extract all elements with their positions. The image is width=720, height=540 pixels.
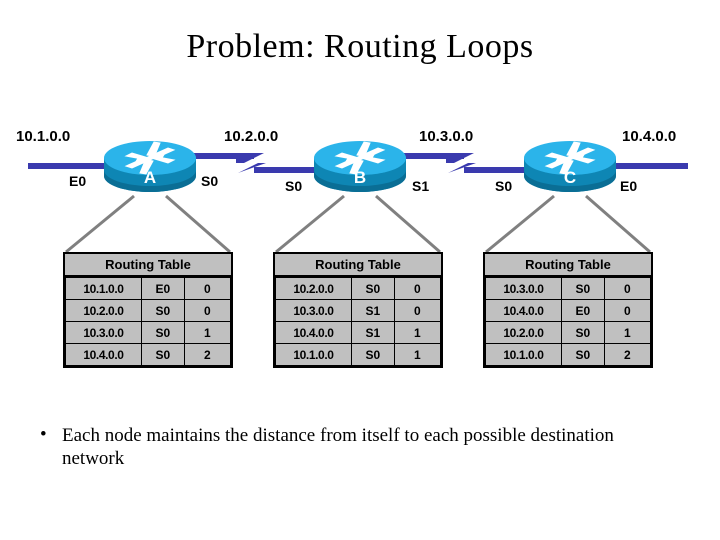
serial-link-10-3-0-0 xyxy=(402,153,526,173)
router-icon xyxy=(314,141,406,192)
cell-metric: 1 xyxy=(183,321,232,344)
network-label-10-1-0-0: 10.1.0.0 xyxy=(16,128,71,145)
cell-network: 10.1.0.0 xyxy=(65,277,142,300)
cell-interface: S0 xyxy=(140,343,185,366)
cell-interface: S0 xyxy=(140,299,185,322)
network-label-10-4-0-0: 10.4.0.0 xyxy=(622,128,677,145)
router-icon xyxy=(524,141,616,192)
table-row: 10.4.0.0 S1 1 xyxy=(275,321,442,344)
cell-metric: 1 xyxy=(603,321,652,344)
bullet-marker: • xyxy=(40,424,47,445)
router-c-label: C xyxy=(563,168,577,187)
table-row: 10.2.0.0 S0 1 xyxy=(485,321,652,344)
cell-metric: 0 xyxy=(393,299,442,322)
cell-interface: E0 xyxy=(560,299,605,322)
cell-metric: 0 xyxy=(183,277,232,300)
cell-network: 10.2.0.0 xyxy=(485,321,562,344)
table-row: 10.3.0.0 S0 1 xyxy=(65,321,232,344)
network-label-10-3-0-0: 10.3.0.0 xyxy=(419,128,474,145)
bullet-item: • Each node maintains the distance from … xyxy=(36,424,676,470)
cell-interface: S0 xyxy=(560,277,605,300)
cell-interface: S0 xyxy=(140,321,185,344)
table-row: 10.1.0.0 S0 2 xyxy=(485,343,652,366)
cell-network: 10.3.0.0 xyxy=(275,299,352,322)
router-icon xyxy=(104,141,196,192)
router-b[interactable]: B xyxy=(312,138,408,194)
routing-table-c-title: Routing Table xyxy=(485,254,651,277)
cell-interface: S0 xyxy=(560,321,605,344)
routing-table-a: Routing Table 10.1.0.0 E0 0 10.2.0.0 S0 … xyxy=(63,252,233,368)
cell-network: 10.2.0.0 xyxy=(65,299,142,322)
router-c[interactable]: C xyxy=(522,138,618,194)
cell-network: 10.4.0.0 xyxy=(275,321,352,344)
cell-network: 10.1.0.0 xyxy=(485,343,562,366)
table-row: 10.1.0.0 S0 1 xyxy=(275,343,442,366)
interface-label-a-e0: E0 xyxy=(69,173,87,189)
cell-network: 10.3.0.0 xyxy=(485,277,562,300)
cell-interface: S1 xyxy=(350,321,395,344)
cell-network: 10.3.0.0 xyxy=(65,321,142,344)
cell-network: 10.1.0.0 xyxy=(275,343,352,366)
cell-metric: 0 xyxy=(603,299,652,322)
cell-metric: 0 xyxy=(393,277,442,300)
cell-metric: 0 xyxy=(603,277,652,300)
interface-label-b-s0: S0 xyxy=(285,178,303,194)
routing-table-b-title: Routing Table xyxy=(275,254,441,277)
page-title: Problem: Routing Loops xyxy=(186,28,534,65)
routing-table-a-title: Routing Table xyxy=(65,254,231,277)
network-label-10-2-0-0: 10.2.0.0 xyxy=(224,128,279,145)
interface-label-a-s0: S0 xyxy=(201,173,219,189)
router-b-label: B xyxy=(353,168,367,187)
link-10-4-0-0 xyxy=(612,163,688,169)
table-row: 10.4.0.0 E0 0 xyxy=(485,299,652,322)
cell-interface: E0 xyxy=(140,277,185,300)
cell-metric: 1 xyxy=(393,321,442,344)
cell-interface: S0 xyxy=(350,277,395,300)
cell-network: 10.4.0.0 xyxy=(485,299,562,322)
interface-label-c-s0: S0 xyxy=(495,178,513,194)
router-a[interactable]: A xyxy=(102,138,198,194)
table-row: 10.1.0.0 E0 0 xyxy=(65,277,232,300)
interface-label-b-s1: S1 xyxy=(412,178,430,194)
cell-interface: S0 xyxy=(560,343,605,366)
cell-interface: S1 xyxy=(350,299,395,322)
cell-metric: 1 xyxy=(393,343,442,366)
table-row: 10.4.0.0 S0 2 xyxy=(65,343,232,366)
routing-table-c: Routing Table 10.3.0.0 S0 0 10.4.0.0 E0 … xyxy=(483,252,653,368)
table-row: 10.3.0.0 S0 0 xyxy=(485,277,652,300)
table-row: 10.3.0.0 S1 0 xyxy=(275,299,442,322)
link-10-1-0-0 xyxy=(28,163,104,169)
serial-link-10-2-0-0 xyxy=(192,153,316,173)
bullet-text: Each node maintains the distance from it… xyxy=(62,425,614,470)
router-a-label: A xyxy=(143,168,157,187)
cell-metric: 2 xyxy=(603,343,652,366)
table-row: 10.2.0.0 S0 0 xyxy=(65,299,232,322)
table-row: 10.2.0.0 S0 0 xyxy=(275,277,442,300)
cell-metric: 2 xyxy=(183,343,232,366)
routing-table-b: Routing Table 10.2.0.0 S0 0 10.3.0.0 S1 … xyxy=(273,252,443,368)
cell-network: 10.2.0.0 xyxy=(275,277,352,300)
cell-network: 10.4.0.0 xyxy=(65,343,142,366)
interface-label-c-e0: E0 xyxy=(620,178,638,194)
cell-interface: S0 xyxy=(350,343,395,366)
cell-metric: 0 xyxy=(183,299,232,322)
